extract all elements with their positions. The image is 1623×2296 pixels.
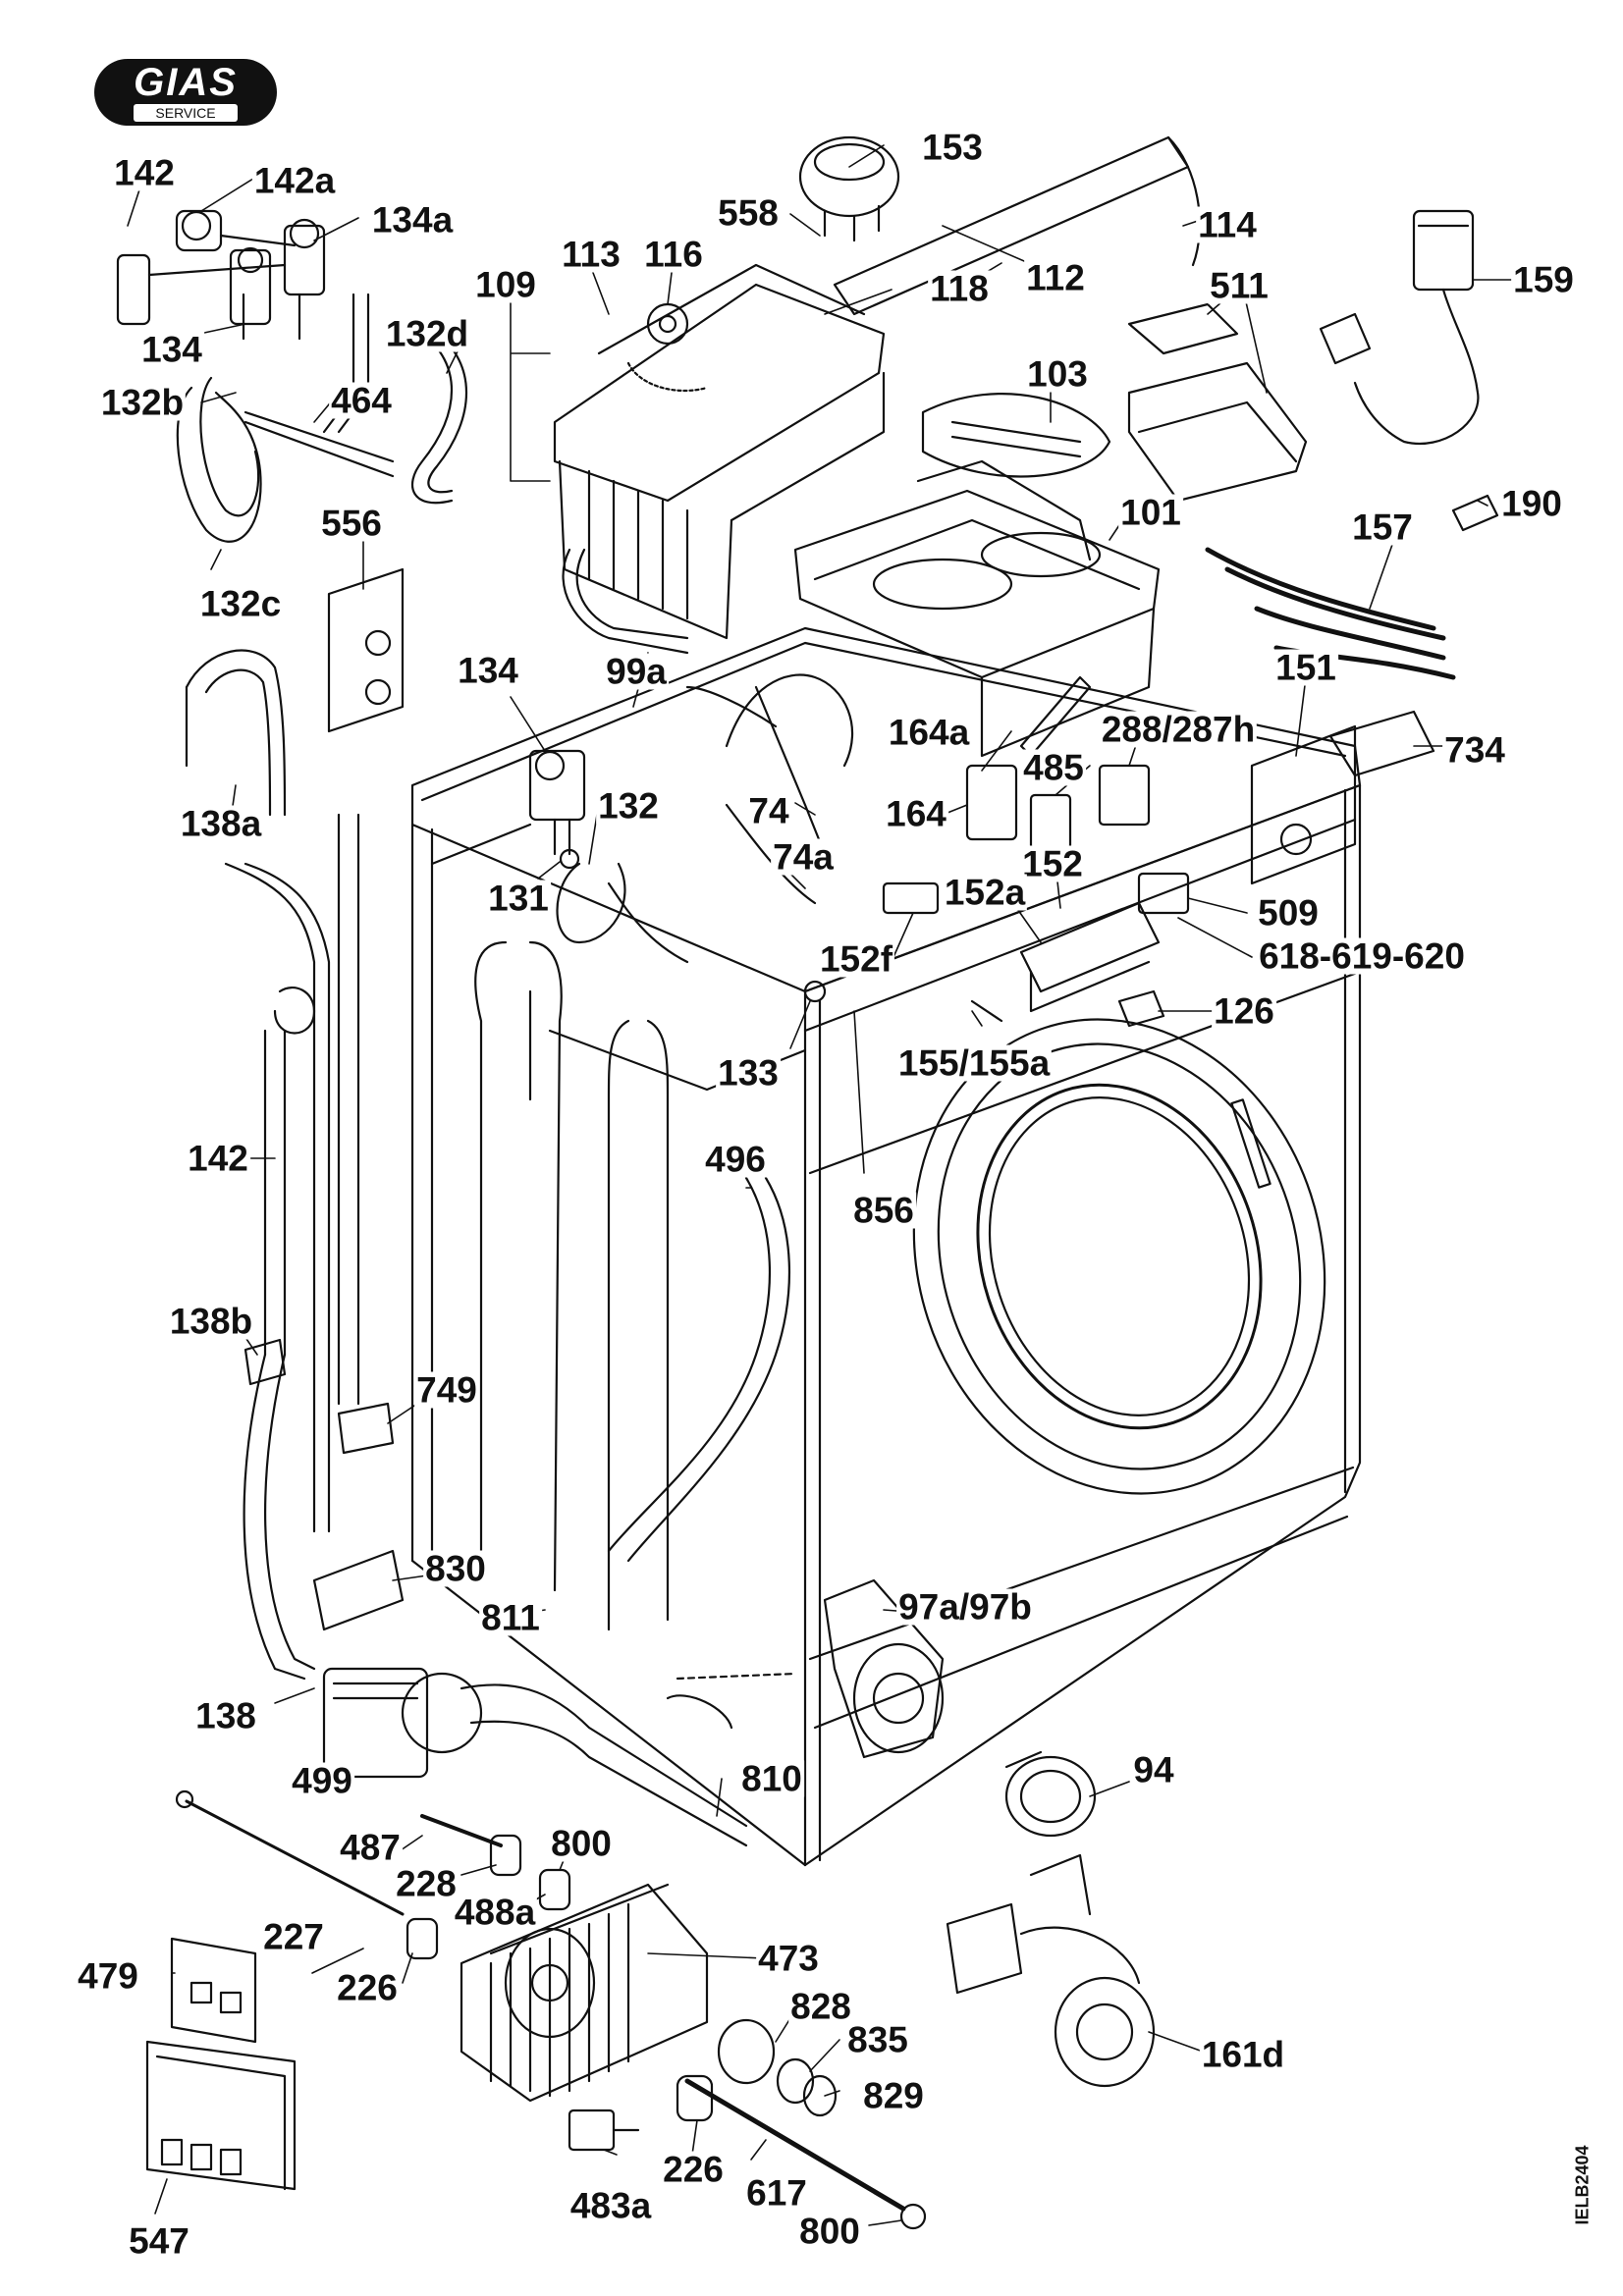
dispenser: [553, 263, 1161, 758]
part-label: 132d: [383, 313, 471, 354]
part-label: 157: [1350, 507, 1415, 548]
filter-94: [1004, 1750, 1097, 1838]
gias-service-logo: GIAS SERVICE: [94, 59, 277, 126]
part-label: 226: [335, 1967, 400, 2008]
part-label: 101: [1118, 492, 1183, 533]
part-label: 496: [703, 1139, 768, 1180]
part-label: 133: [716, 1052, 781, 1094]
logo-brand: GIAS: [134, 61, 238, 104]
part-label: 134: [139, 329, 204, 370]
part-label: 556: [319, 503, 384, 544]
mid-hoses: [474, 673, 854, 1631]
part-label: 618-619-620: [1257, 935, 1467, 977]
board-479: [145, 1937, 297, 2191]
part-label: 479: [76, 1955, 140, 1997]
part-label: 113: [560, 234, 622, 275]
part-label: 142: [112, 152, 177, 193]
part-label: 134a: [369, 199, 456, 240]
drain-pump-97: [823, 1578, 945, 1759]
part-label: 142: [186, 1138, 250, 1179]
part-label: 749: [414, 1369, 479, 1411]
part-label: 483a: [568, 2185, 654, 2226]
part-label: 159: [1511, 259, 1576, 300]
door: [912, 1018, 1326, 1495]
bolts: [175, 1789, 927, 2230]
part-label: 227: [261, 1916, 326, 1957]
part-label: 829: [861, 2075, 926, 2116]
part-label: 828: [788, 1986, 853, 2027]
part-label: 511: [1208, 265, 1271, 306]
part-label: 155/155a: [895, 1042, 1053, 1084]
part-label: 547: [127, 2220, 191, 2262]
part-label: 109: [473, 264, 538, 305]
part-label: 132b: [98, 382, 187, 423]
part-label: 152: [1020, 843, 1085, 884]
part-label: 134: [456, 650, 520, 691]
part-label: 118: [928, 268, 991, 309]
part-label: 487: [338, 1827, 403, 1868]
left-mid-parts: [185, 567, 405, 817]
part-label: 138b: [167, 1301, 255, 1342]
left-long-hoses: [224, 813, 405, 1681]
part-label: 830: [423, 1548, 488, 1589]
part-label: 74: [746, 790, 791, 831]
part-label: 132c: [197, 583, 284, 624]
connector-483a: [568, 2109, 640, 2152]
part-label: 811: [479, 1597, 542, 1638]
drawing-code: IELB2404: [1572, 2145, 1593, 2225]
part-label: 800: [797, 2211, 862, 2252]
part-label: 151: [1273, 647, 1338, 688]
part-label: 226: [661, 2149, 726, 2190]
logo-sub: SERVICE: [134, 104, 238, 122]
part-label: 617: [744, 2172, 809, 2214]
part-label: 558: [716, 192, 781, 234]
part-label: 116: [642, 234, 705, 275]
part-label: 810: [739, 1758, 804, 1799]
cabinet: [410, 626, 1362, 1867]
pump-161d: [946, 1853, 1156, 2088]
part-label: 74a: [771, 836, 836, 878]
part-label: 152a: [942, 872, 1028, 913]
pump-area: [322, 1667, 797, 1847]
part-label: 164: [884, 793, 948, 834]
part-label: 138a: [178, 803, 264, 844]
part-label: 856: [851, 1190, 916, 1231]
part-label: 734: [1442, 729, 1507, 771]
part-label: 288/287h: [1099, 709, 1258, 750]
part-label: 835: [845, 2019, 910, 2060]
motor-473: [460, 1883, 709, 2103]
part-label: 473: [756, 1938, 821, 1979]
part-label: 94: [1131, 1749, 1176, 1790]
inlet-valves: [116, 209, 326, 341]
part-label: 103: [1025, 353, 1090, 395]
part-label: 138: [193, 1695, 258, 1736]
part-label: 228: [394, 1863, 459, 1904]
part-label: 190: [1499, 483, 1564, 524]
part-label: 131: [486, 878, 551, 919]
part-label: 485: [1021, 747, 1086, 788]
part-label: 114: [1196, 204, 1259, 245]
part-label: 161d: [1199, 2034, 1287, 2075]
part-label: 99a: [604, 651, 669, 692]
hoses-top: [176, 293, 689, 655]
part-label: 800: [549, 1823, 614, 1864]
part-label: 126: [1212, 990, 1276, 1032]
part-label: 153: [920, 127, 985, 168]
part-label: 112: [1024, 257, 1087, 298]
part-label: 164a: [886, 712, 972, 753]
part-label: 509: [1256, 892, 1321, 934]
part-label: 488a: [452, 1892, 538, 1933]
part-label: 97a/97b: [896, 1586, 1034, 1628]
part-label: 132: [596, 785, 661, 827]
part-label: 464: [329, 380, 394, 421]
part-label: 152f: [817, 938, 895, 980]
electronics: [559, 675, 1435, 1028]
part-label: 499: [290, 1760, 354, 1801]
part-label: 142a: [251, 160, 338, 201]
